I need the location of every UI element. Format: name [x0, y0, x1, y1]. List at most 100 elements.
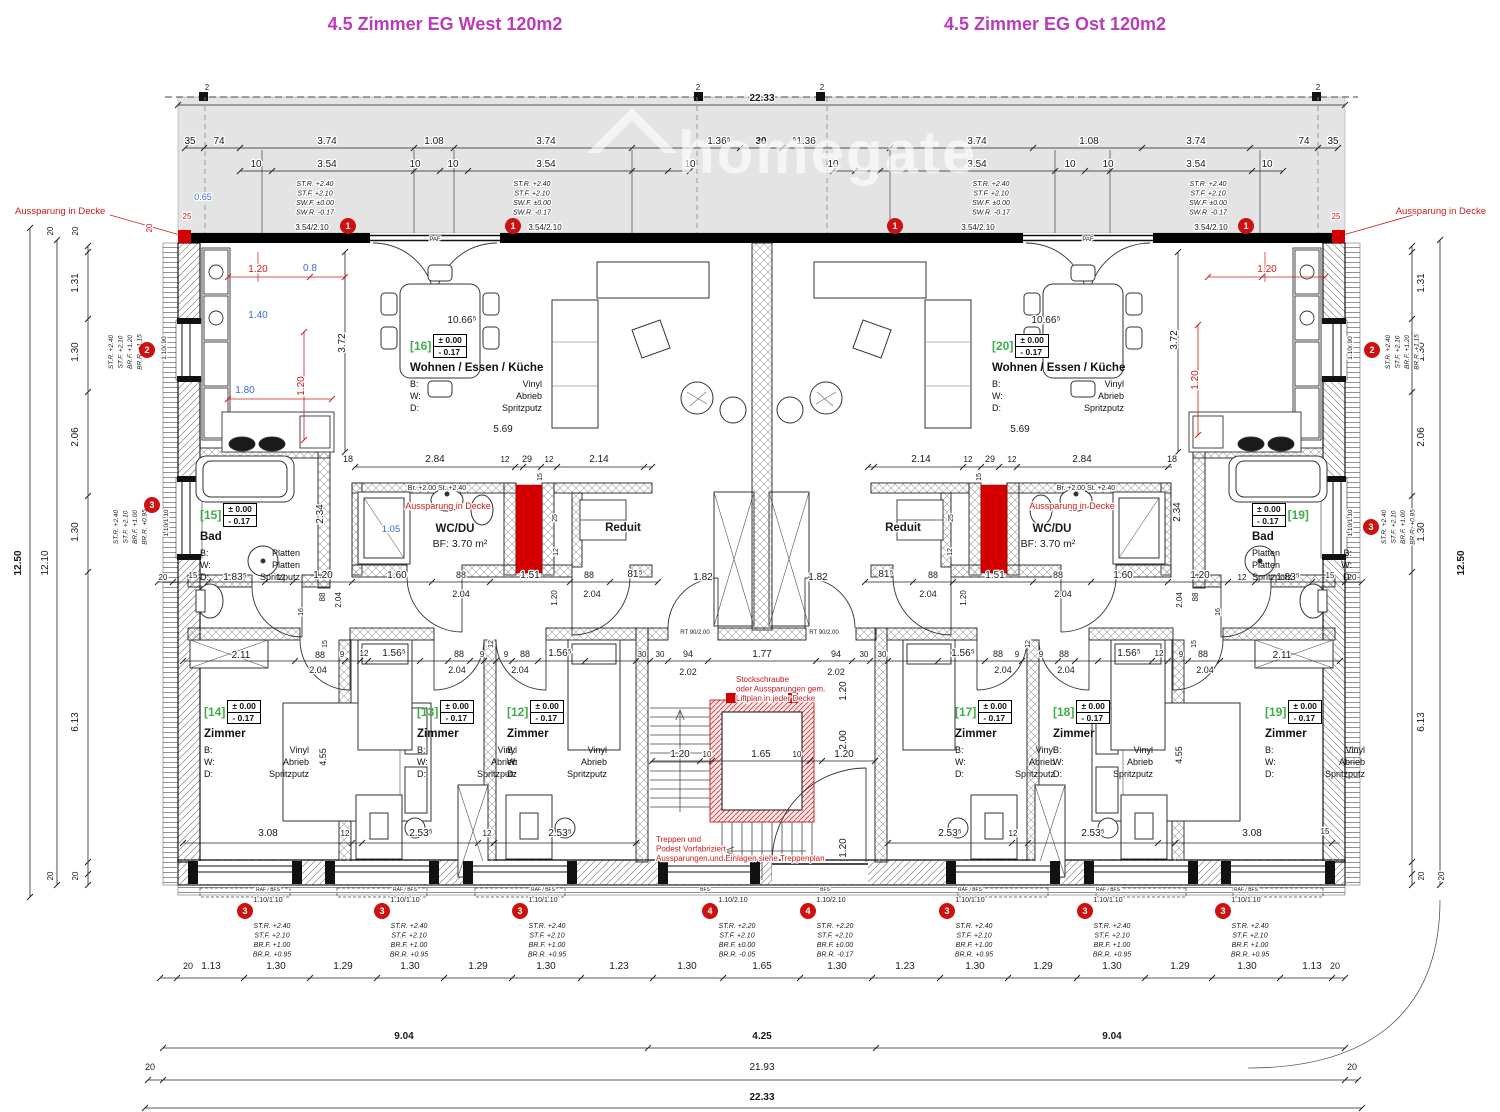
dim-label: 10	[827, 159, 839, 170]
dim-label: 9	[504, 650, 509, 659]
room-number: [15]	[200, 507, 222, 522]
dim-label: 20	[1417, 871, 1426, 880]
apartment-unit-west	[109, 214, 755, 898]
dim-label: 29	[522, 454, 532, 464]
room-number: [14]	[204, 704, 226, 719]
dim-label: Aussparung in Decke	[1029, 501, 1115, 511]
dim-label: 25	[183, 212, 192, 221]
dim-label: 1.23	[895, 961, 915, 972]
dim-label: PAF	[429, 237, 441, 243]
dim-label: 12	[360, 649, 369, 658]
ref-marker-circle	[505, 218, 521, 234]
kitchen-fixtures	[201, 247, 335, 453]
dim-label: 1.20	[1190, 370, 1201, 390]
room-number: [20]	[992, 338, 1014, 353]
room-name: Wohnen / Essen / Küche	[992, 362, 1126, 375]
dim-label: 2.04	[1054, 589, 1072, 599]
room-name: Zimmer	[955, 728, 997, 741]
dim-label: 22.33	[749, 1092, 774, 1103]
dim-label: 1.10/1.10	[528, 897, 557, 904]
dim-label: 2.34	[315, 504, 326, 524]
dim-label: 1.10/1.10	[253, 897, 282, 904]
dim-label: 3.54	[967, 159, 987, 170]
dim-label: 3.74	[536, 136, 556, 147]
dim-label: 1.05	[382, 524, 401, 535]
dim-label: 88	[315, 650, 325, 660]
ref-marker-number: 3	[149, 500, 154, 510]
dim-label: 15	[1326, 571, 1335, 580]
dim-label: 9.04	[1102, 1031, 1122, 1042]
ref-marker-number: 3	[242, 906, 247, 916]
dim-label: 9.04	[394, 1031, 414, 1042]
dim-label: 1.20	[313, 570, 333, 581]
dim-label: 2.53⁵	[1081, 828, 1105, 839]
dim-label: 20	[46, 871, 55, 880]
dim-label: WC/DU	[436, 523, 475, 535]
elevation-box: ± 0.00- 0.17	[1076, 700, 1110, 725]
ref-marker-number: 3	[1368, 522, 1373, 532]
dim-label: 10	[684, 159, 696, 170]
dim-label: 10	[793, 750, 802, 759]
dim-label: 12.50	[1456, 550, 1467, 575]
dim-label: RT 90/2.00	[809, 630, 839, 636]
dim-label: 1.60	[387, 570, 407, 581]
elevation-box: ± 0.00- 0.17	[530, 700, 564, 725]
dim-label: 1.30	[965, 961, 985, 972]
dim-label: 20	[183, 961, 193, 971]
dim-label: 12	[277, 573, 286, 582]
dim-label: RAF / BFS	[958, 887, 983, 893]
dim-label: 12	[553, 548, 560, 556]
dim-label: 1.10/1.10	[1347, 509, 1354, 536]
ref-marker-circle	[1238, 218, 1254, 234]
dim-label: 0.8	[303, 263, 317, 274]
dim-label: 1.20	[1257, 264, 1277, 275]
dim-label: 74	[213, 136, 225, 147]
ref-marker-circle	[1364, 342, 1380, 358]
dim-label: 1.20	[959, 590, 968, 606]
room-number: [19]	[1287, 507, 1309, 522]
dim-label: 2.04	[583, 589, 601, 599]
dim-label: 4.55	[318, 748, 328, 766]
dim-label: 2.53⁵	[548, 828, 572, 839]
dim-label: 2.14	[911, 454, 931, 465]
elevation-box: ± 0.00- 0.17	[223, 503, 257, 528]
ref-marker-circle	[800, 903, 816, 919]
dim-label: 12	[1025, 640, 1032, 648]
dim-label: RAF / BFS	[1234, 887, 1259, 893]
dim-label: 1.82	[808, 572, 828, 583]
dim-label: 1.60	[1113, 570, 1133, 581]
ref-marker-number: 1	[510, 221, 515, 231]
dim-label: 88	[1053, 570, 1063, 580]
dim-label: 1.10/1.10	[1093, 897, 1122, 904]
dim-label: 2.84	[425, 454, 445, 465]
dim-label: WC/DU	[1033, 523, 1072, 535]
dim-label: 1.10/.90	[1347, 336, 1354, 360]
dim-label: 30	[755, 136, 767, 147]
dim-label: Br. +2.00 St. +2.40	[408, 485, 466, 492]
dim-label: 88	[1059, 649, 1069, 659]
dim-label: BFS	[820, 887, 830, 893]
dim-label: 1.30	[1102, 961, 1122, 972]
dim-label: 2	[820, 83, 825, 92]
dim-label: Br. +2.00 St. +2.40	[1057, 485, 1115, 492]
dim-label: 1.77	[752, 649, 772, 660]
ref-marker-number: 1	[892, 221, 897, 231]
dim-label: 25	[552, 514, 559, 522]
dim-label: 2.04	[1057, 665, 1075, 675]
dim-label: 81⁵	[627, 569, 642, 580]
dim-label: 22.33	[749, 93, 774, 104]
dim-label: 3.54/2.10	[961, 223, 995, 232]
room-number: [18]	[1053, 704, 1075, 719]
dim-label: 2.02	[679, 667, 697, 677]
